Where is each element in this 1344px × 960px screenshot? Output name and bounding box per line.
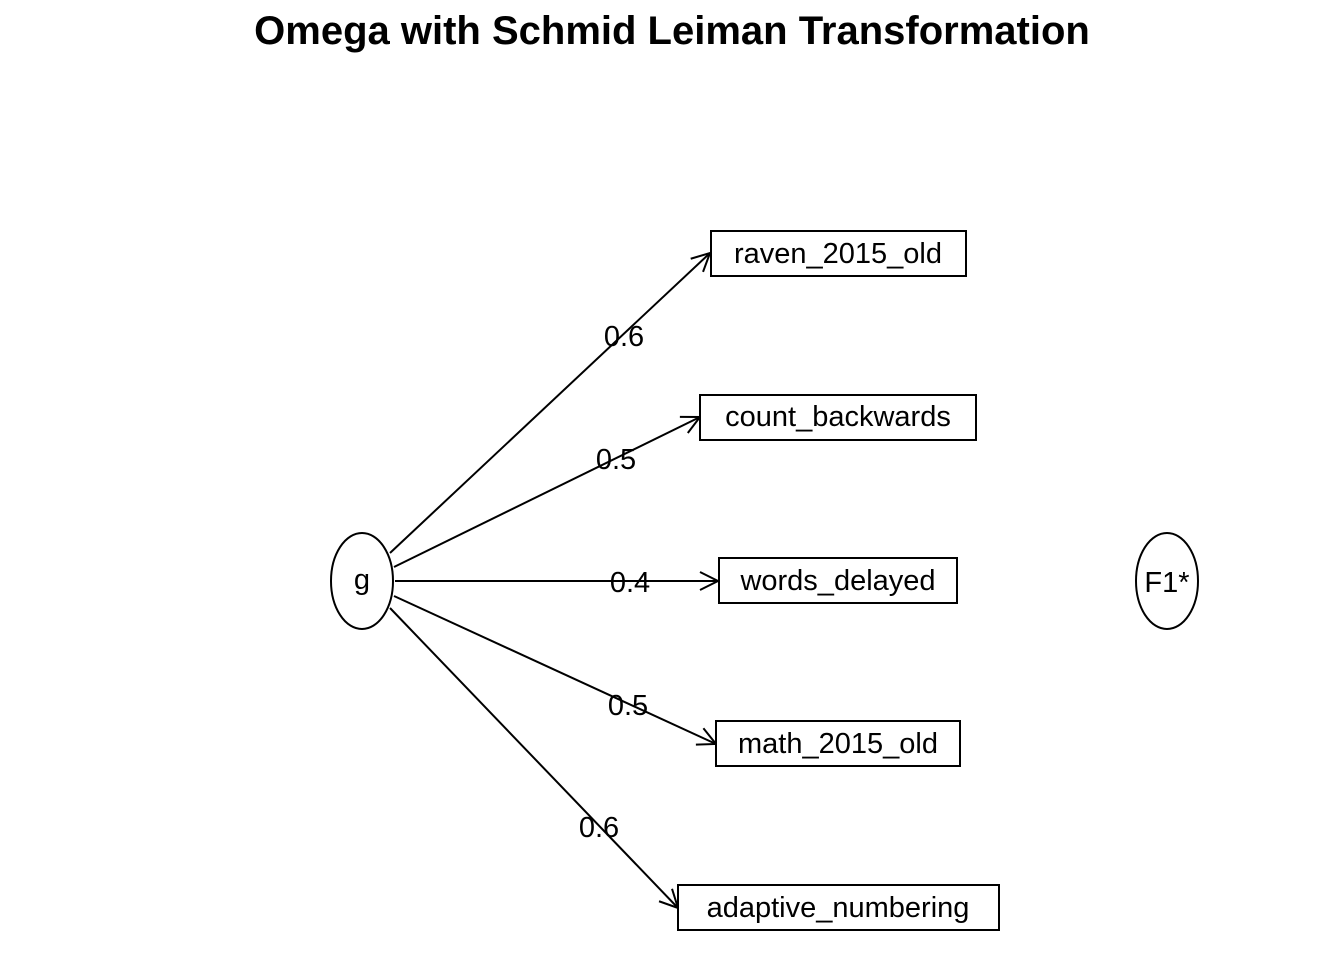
- variable-box-words-delayed: [718, 557, 958, 604]
- factor-ellipse-g: [330, 532, 394, 630]
- loading-label-count-backwards: 0.5: [596, 444, 636, 476]
- loading-label-adaptive-numbering: 0.6: [579, 812, 619, 844]
- loading-label-math: 0.5: [608, 690, 648, 722]
- variable-node-math: math_2015_old: [715, 720, 961, 767]
- loading-edges: [389, 253, 718, 908]
- factor-node-f1: F1*: [1135, 532, 1199, 630]
- loading-labels: 0.6 0.5 0.4 0.5 0.6: [579, 321, 650, 844]
- variable-label-math: math_2015_old: [738, 728, 938, 760]
- variable-node-count-backwards: count_backwards: [699, 394, 977, 441]
- variable-label-count-backwards: count_backwards: [725, 401, 951, 433]
- edge-g-math: [393, 595, 716, 744]
- variable-node-adaptive-numbering: adaptive_numbering: [677, 884, 1000, 931]
- factor-label-g: g: [354, 564, 370, 596]
- variable-box-adaptive-numbering: [677, 884, 1000, 931]
- edge-g-count-backwards: [393, 417, 700, 568]
- variable-node-words-delayed: words_delayed: [718, 557, 958, 604]
- variable-label-words-delayed: words_delayed: [739, 565, 935, 597]
- loading-label-raven: 0.6: [604, 321, 644, 353]
- diagram-title: Omega with Schmid Leiman Transformation: [254, 9, 1090, 53]
- variable-box-count-backwards: [699, 394, 977, 441]
- edge-g-adaptive-numbering: [389, 607, 678, 908]
- variable-node-raven: raven_2015_old: [710, 230, 967, 277]
- factor-node-g: g: [330, 532, 394, 630]
- variable-label-adaptive-numbering: adaptive_numbering: [707, 892, 970, 924]
- loading-label-words-delayed: 0.4: [610, 567, 650, 599]
- variable-label-raven: raven_2015_old: [734, 238, 942, 270]
- edge-g-raven: [389, 253, 710, 554]
- variable-box-raven: [710, 230, 967, 277]
- variable-box-math: [715, 720, 961, 767]
- factor-label-f1: F1*: [1144, 567, 1189, 599]
- factor-ellipse-f1: [1135, 532, 1199, 630]
